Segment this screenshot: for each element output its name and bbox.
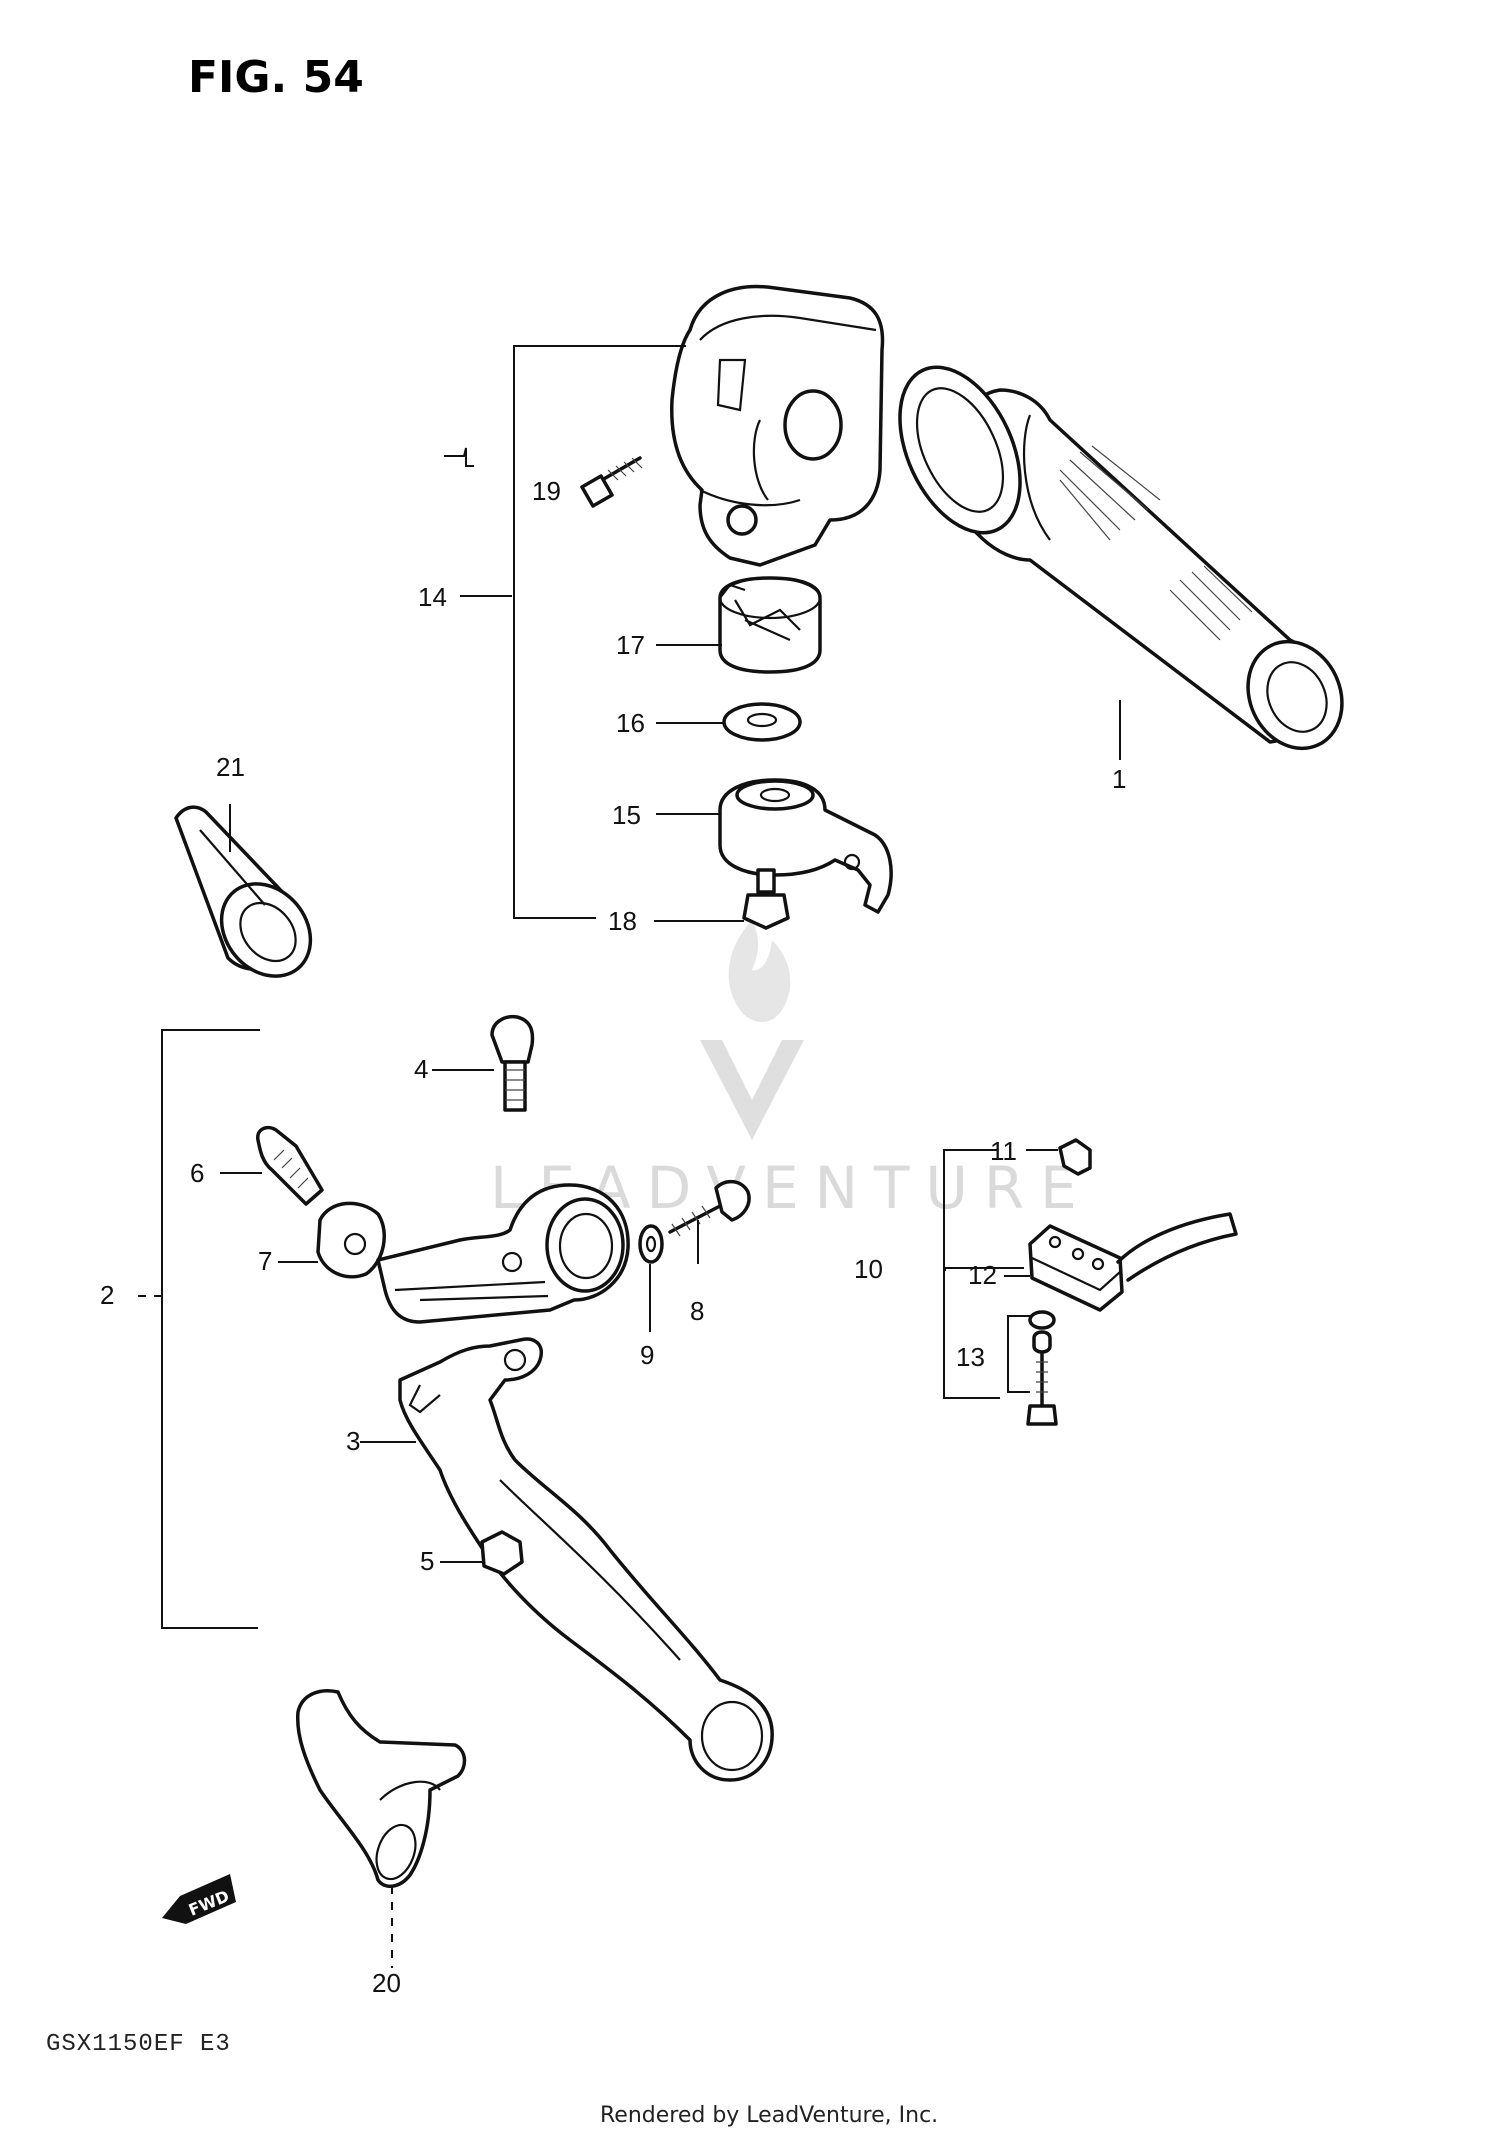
callout-9: 9	[640, 1340, 654, 1370]
holder-screw-8[interactable]	[668, 1179, 751, 1237]
lever-bolt[interactable]	[490, 1014, 535, 1112]
callout-4: 4	[414, 1054, 428, 1084]
switch-holder[interactable]	[718, 778, 893, 914]
callout-14: 14	[418, 582, 447, 612]
lever-holder[interactable]	[376, 1183, 630, 1324]
handlebar-grip[interactable]	[876, 348, 1359, 764]
callout-15: 15	[612, 800, 641, 830]
lever-nut[interactable]	[480, 1530, 524, 1576]
switch-screw[interactable]	[1026, 1310, 1058, 1426]
callout-5: 5	[420, 1546, 434, 1576]
callout-13: 13	[956, 1342, 985, 1372]
leader-lines	[132, 447, 1121, 1968]
bracket-13	[1007, 1315, 1030, 1393]
callout-3: 3	[346, 1426, 360, 1456]
screw-washer[interactable]	[638, 1224, 664, 1264]
bracket-14	[513, 345, 686, 919]
lever-cover[interactable]	[295, 1689, 467, 1888]
figure-title: FIG. 54	[188, 52, 364, 103]
callout-1: 1	[1112, 764, 1126, 794]
switch-housing[interactable]	[670, 284, 885, 567]
holder-screw[interactable]	[742, 868, 790, 930]
clutch-switch[interactable]	[1028, 1212, 1238, 1312]
callout-20: 20	[372, 1968, 401, 1998]
callout-6: 6	[190, 1158, 204, 1188]
watermark-logo: LEADVENTURE	[490, 920, 1077, 1222]
callout-21: 21	[216, 752, 245, 782]
model-code: GSX1150EF E3	[46, 2031, 231, 2058]
bracket-10	[943, 1149, 1024, 1399]
adjuster-locknut[interactable]	[316, 1201, 386, 1279]
washer[interactable]	[722, 702, 802, 742]
cable-adjuster[interactable]	[256, 1125, 324, 1206]
callout-2: 2	[100, 1280, 114, 1310]
callout-19: 19	[532, 476, 561, 506]
cable-clip[interactable]	[1058, 1138, 1092, 1176]
bracket-2	[161, 1029, 260, 1629]
clutch-lever[interactable]	[398, 1337, 774, 1782]
callout-11: 11	[990, 1136, 1017, 1166]
callout-10: 10	[854, 1254, 883, 1284]
callout-18: 18	[608, 906, 637, 936]
cable-boot[interactable]	[174, 805, 329, 994]
switch-insert[interactable]	[718, 576, 822, 674]
callout-12: 12	[968, 1260, 997, 1290]
callout-7: 7	[258, 1246, 272, 1276]
callout-8: 8	[690, 1296, 704, 1326]
callout-16: 16	[616, 708, 645, 738]
housing-screw[interactable]	[580, 456, 643, 508]
credit-line: Rendered by LeadVenture, Inc.	[600, 2103, 938, 2128]
forward-direction-arrow: FWD	[162, 1874, 236, 1924]
callouts: 1 2 3 4 5 6 7 8 9 10 11 12 13 14 15 16 1…	[100, 476, 1126, 1998]
callout-17: 17	[616, 630, 645, 660]
